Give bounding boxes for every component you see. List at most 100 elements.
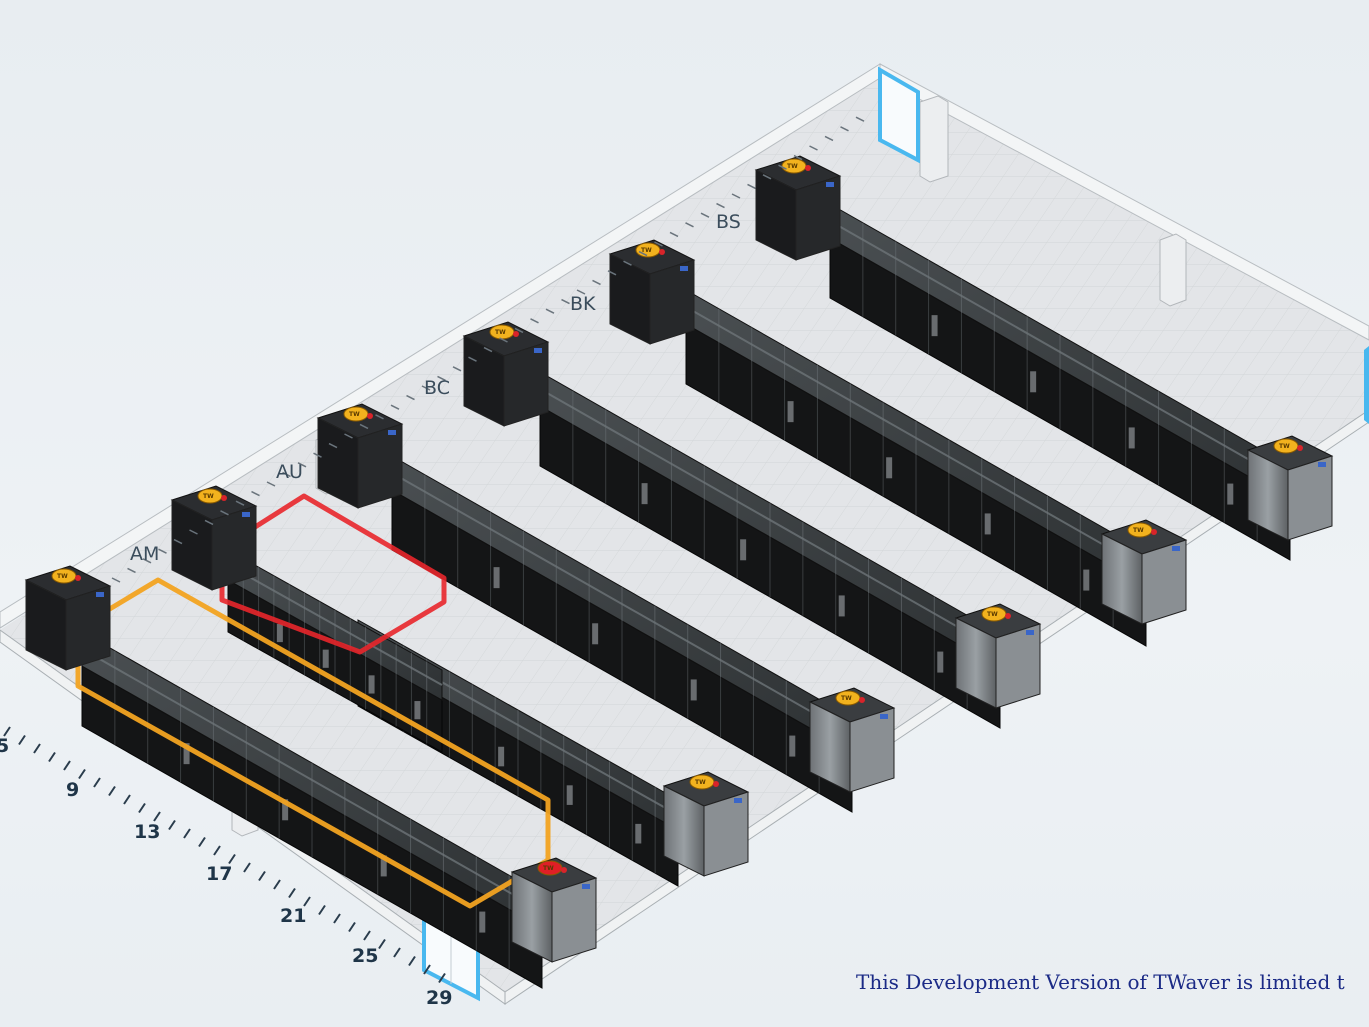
axis-tick	[778, 164, 787, 170]
alarm-badge[interactable]: TW	[51, 568, 81, 584]
axis-tick	[251, 490, 260, 497]
axis-tick	[393, 947, 401, 958]
axis-tick	[204, 519, 214, 526]
axis-tick	[282, 471, 291, 478]
axis-tick	[127, 567, 136, 574]
axis-tick	[685, 222, 694, 228]
axis-tick	[228, 853, 236, 865]
axis-tick	[438, 972, 446, 984]
axis-tick	[142, 558, 152, 564]
axis-tick	[359, 423, 369, 430]
row-label-bk: BK	[570, 293, 596, 315]
rack-row-bk[interactable]	[685, 289, 1147, 647]
axis-tick	[243, 862, 251, 873]
axis-tick	[108, 785, 116, 797]
axis-tick	[375, 414, 384, 420]
axis-tick	[138, 802, 146, 814]
axis-tick	[762, 174, 772, 180]
axis-tick	[344, 433, 353, 439]
ac-unit-10[interactable]: TW	[808, 687, 896, 793]
cooling-units: TW TW TW TW TW TW TW TW TW TW TW TW	[24, 155, 1334, 963]
ac-unit-1[interactable]: TW	[24, 565, 112, 671]
axis-tick	[840, 126, 849, 132]
axis-tick	[123, 794, 131, 805]
alarm-badge[interactable]: TW	[835, 690, 865, 706]
axis-tick	[93, 777, 101, 788]
ac-unit-12[interactable]: TW	[510, 857, 598, 963]
rack-row-bc[interactable]	[539, 371, 1001, 729]
alarm-badge[interactable]: TW	[1127, 522, 1157, 538]
alarm-badge[interactable]: TW	[1273, 438, 1303, 454]
axis-tick	[183, 828, 191, 839]
selection-outline-orange	[75, 577, 551, 909]
alarm-badge-red[interactable]: TW	[537, 860, 567, 876]
door-right[interactable]	[1364, 346, 1369, 424]
axis-tick	[198, 836, 206, 848]
row-label-bs: BS	[716, 211, 741, 233]
ac-unit-6[interactable]: TW	[754, 155, 842, 261]
rack-row-am[interactable]	[81, 631, 543, 989]
axis-tick	[654, 241, 663, 247]
axis-tick	[700, 212, 710, 218]
axis-tick	[3, 726, 11, 737]
ac-unit-2[interactable]: TW	[170, 485, 258, 591]
alarm-badge-label: TW	[203, 493, 214, 500]
axis-tick	[63, 760, 71, 771]
axis-tick	[266, 481, 276, 487]
alarm-badge-label: TW	[987, 611, 998, 618]
row-label-am: AM	[130, 543, 159, 565]
alarm-badge-label: TW	[349, 411, 360, 418]
axis-tick	[530, 318, 539, 324]
axis-tick	[390, 404, 400, 410]
axis-tick	[328, 442, 338, 449]
axis-tick	[824, 135, 834, 142]
axis-tick	[855, 116, 865, 122]
axis-tick	[468, 356, 477, 362]
alarm-badge[interactable]: TW	[781, 158, 811, 174]
axis-number-13: 13	[134, 821, 160, 843]
axis-number-25: 25	[352, 945, 378, 967]
axis-tick	[158, 548, 167, 554]
axis-tick	[168, 819, 176, 831]
axis-tick	[313, 452, 322, 458]
axis-tick	[793, 154, 803, 161]
ac-unit-3[interactable]: TW	[316, 403, 404, 509]
alarm-badge[interactable]: TW	[197, 488, 227, 504]
axis-tick	[173, 538, 183, 545]
axis-tick	[452, 366, 462, 372]
alarm-badge[interactable]: TW	[981, 606, 1011, 622]
axis-tick	[545, 308, 555, 314]
ac-unit-9[interactable]: TW	[954, 603, 1042, 709]
axis-tick	[592, 279, 601, 286]
ac-unit-7[interactable]: TW	[1246, 435, 1334, 541]
watermark-text: This Development Version of TWaver is li…	[856, 970, 1345, 994]
axis-numbers: 5 9 13 17 21 25 29	[0, 735, 452, 1009]
axis-tick	[716, 202, 725, 209]
alarm-badge-label: TW	[695, 779, 706, 786]
alarm-badge[interactable]: TW	[343, 406, 373, 422]
alarm-badge-label: TW	[841, 695, 852, 702]
ac-unit-5[interactable]: TW	[608, 239, 696, 345]
axis-tick	[235, 500, 245, 506]
axis-tick	[297, 462, 307, 468]
ac-unit-11[interactable]: TW	[662, 771, 750, 877]
alarm-badge-label: TW	[57, 573, 68, 580]
axis-tick	[607, 270, 617, 276]
alarm-badge[interactable]: TW	[489, 324, 519, 340]
alarm-badge-label: TW	[787, 163, 798, 170]
door-back[interactable]	[878, 66, 920, 164]
axis-tick	[18, 734, 26, 746]
axis-number-5: 5	[0, 735, 9, 757]
axis-tick	[189, 529, 198, 535]
alarm-badge[interactable]: TW	[689, 774, 719, 790]
axis-tick	[48, 751, 56, 763]
axis-tick	[423, 964, 431, 975]
axis-tick	[638, 250, 648, 257]
ac-unit-4[interactable]: TW	[462, 321, 550, 427]
alarm-badge-label: TW	[1279, 443, 1290, 450]
axis-tick	[576, 289, 586, 295]
axis-tick	[258, 870, 266, 882]
axis-tick	[318, 904, 326, 916]
ac-unit-8[interactable]: TW	[1100, 519, 1188, 625]
